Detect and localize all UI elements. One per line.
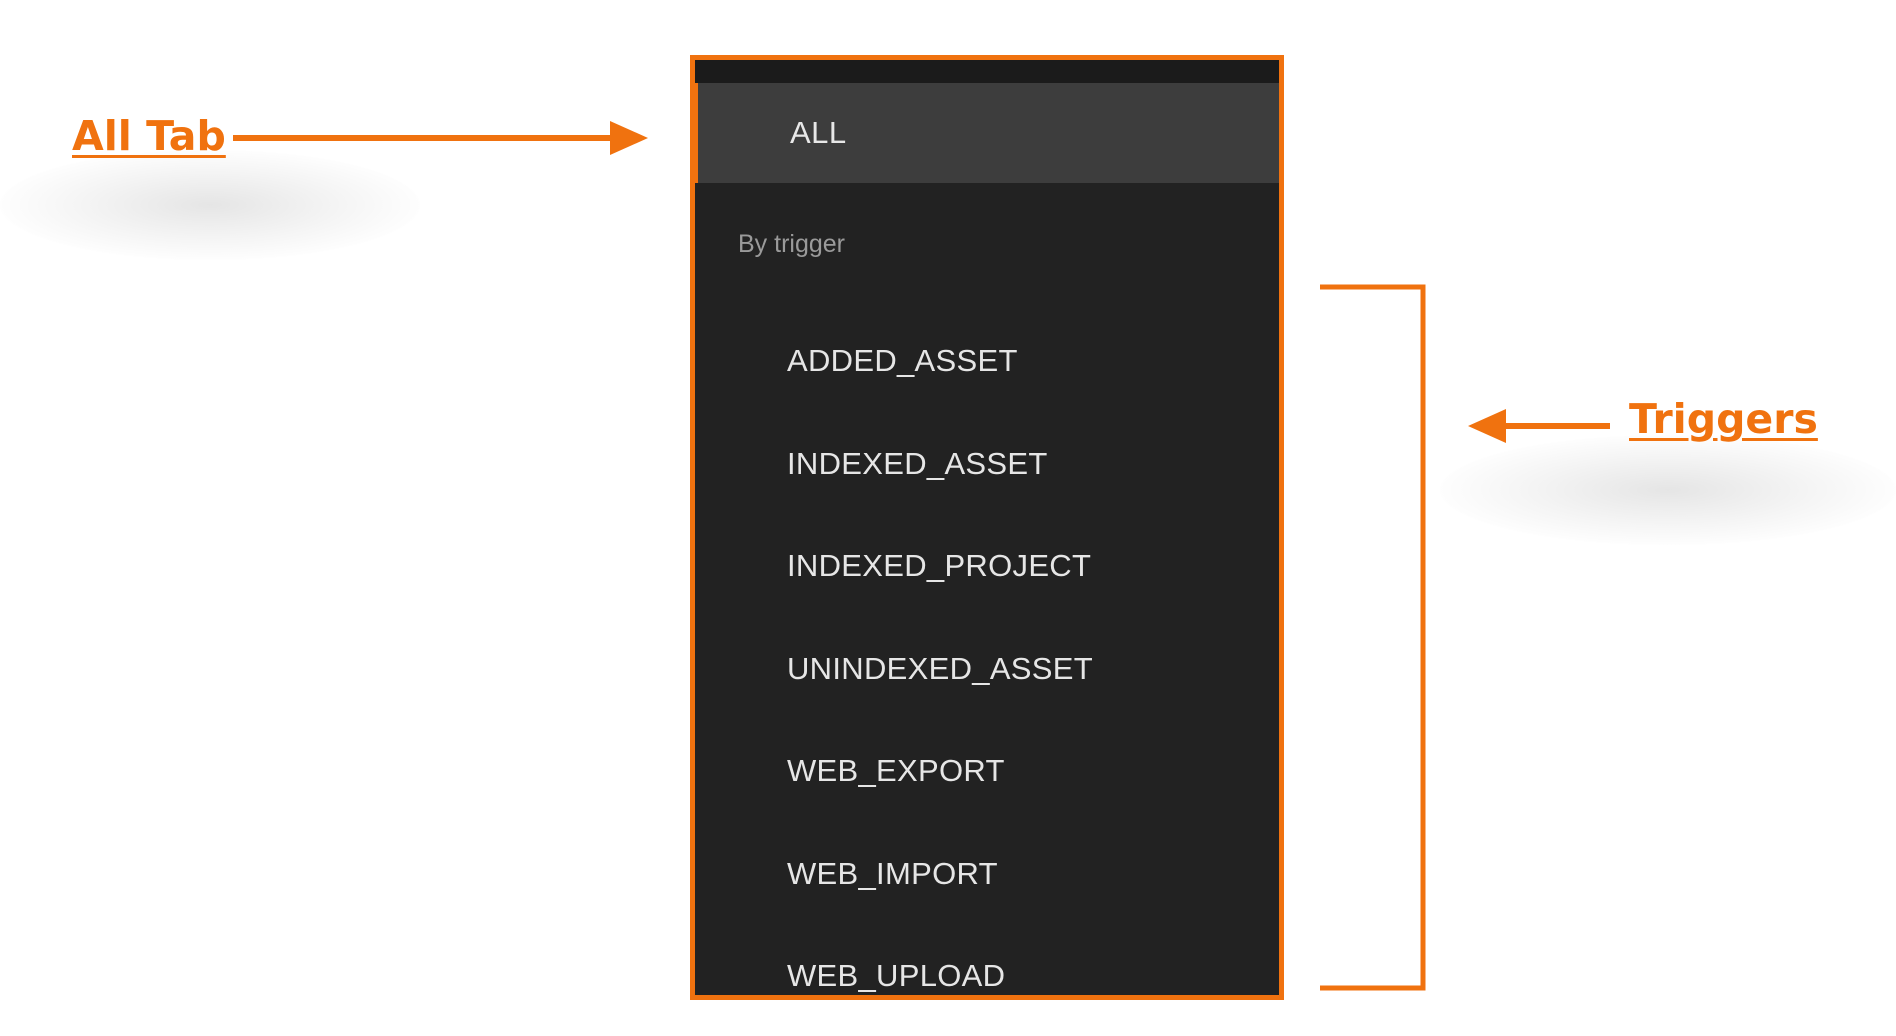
panel-top-bar xyxy=(695,60,1279,83)
annotation-label-triggers: Triggers xyxy=(1629,395,1818,443)
trigger-item-web-import[interactable]: WEB_IMPORT xyxy=(787,855,998,891)
trigger-item-indexed-project[interactable]: INDEXED_PROJECT xyxy=(787,548,1092,584)
tab-all-label: ALL xyxy=(790,115,847,150)
trigger-item-added-asset[interactable]: ADDED_ASSET xyxy=(787,343,1018,379)
trigger-list: ADDED_ASSET INDEXED_ASSET INDEXED_PROJEC… xyxy=(695,310,1279,995)
trigger-item-web-upload[interactable]: WEB_UPLOAD xyxy=(787,958,1006,994)
filter-menu-panel: ALL By trigger ADDED_ASSET INDEXED_ASSET… xyxy=(690,55,1284,1000)
annotation-shadow xyxy=(1440,435,1896,545)
trigger-item-web-export[interactable]: WEB_EXPORT xyxy=(787,753,1005,789)
trigger-item-indexed-asset[interactable]: INDEXED_ASSET xyxy=(787,445,1048,481)
tab-all[interactable]: ALL xyxy=(695,83,1279,183)
arrow-right-icon xyxy=(233,121,648,155)
triggers-bracket xyxy=(1320,284,1426,991)
annotation-shadow xyxy=(0,150,420,260)
section-header-by-trigger: By trigger xyxy=(738,230,845,258)
trigger-item-unindexed-asset[interactable]: UNINDEXED_ASSET xyxy=(787,650,1093,686)
annotation-label-all-tab: All Tab xyxy=(72,112,226,160)
